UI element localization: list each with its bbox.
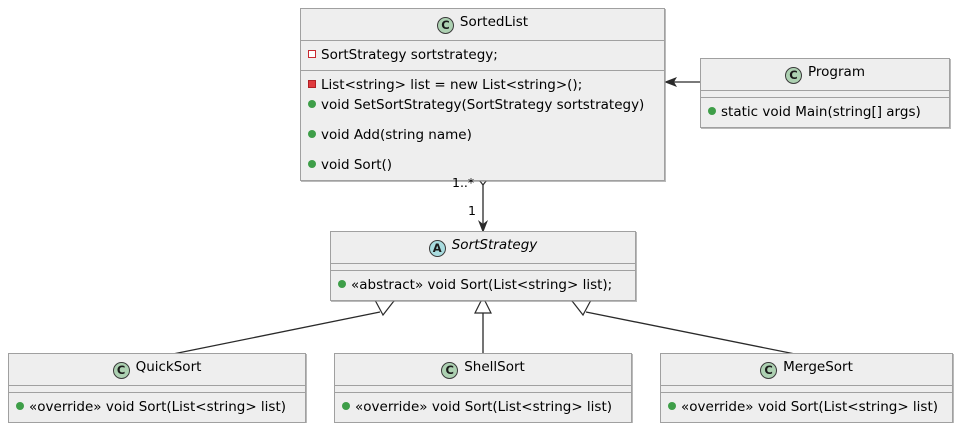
methods-compartment-shellsort: «override» void Sort(List<string> list) xyxy=(335,393,631,422)
private-field-marker-icon xyxy=(308,50,316,58)
method-row: void SetSortStrategy(SortStrategy sortst… xyxy=(308,95,657,115)
fields-compartment-sortedlist: SortStrategy sortstrategy; xyxy=(301,41,664,71)
public-method-marker-icon xyxy=(668,402,676,410)
class-name-mergesort: MergeSort xyxy=(783,359,853,375)
method-label: void SetSortStrategy(SortStrategy sortst… xyxy=(321,97,645,113)
method-label: «override» void Sort(List<string> list) xyxy=(681,399,939,415)
public-method-marker-icon xyxy=(308,100,316,108)
class-icon: C xyxy=(441,362,459,379)
method-label: «abstract» void Sort(List<string> list); xyxy=(351,277,613,293)
methods-compartment-mergesort: «override» void Sort(List<string> list) xyxy=(661,393,952,422)
edge-mergesort-to-sortstrategy xyxy=(585,311,801,356)
method-row: void Sort() xyxy=(308,155,657,175)
methods-compartment-sortstrategy: «abstract» void Sort(List<string> list); xyxy=(331,271,635,300)
fields-compartment-quicksort xyxy=(9,386,305,393)
class-box-shellsort[interactable]: C ShellSort «override» void Sort(List<str… xyxy=(334,353,632,423)
class-name-sortedlist: SortedList xyxy=(459,14,529,30)
class-name-program: Program xyxy=(808,64,865,80)
method-label: void Sort() xyxy=(321,157,393,173)
edge-quicksort-to-sortstrategy xyxy=(167,311,381,356)
fields-compartment-program xyxy=(701,91,949,98)
class-header-shellsort: C ShellSort xyxy=(335,354,631,386)
methods-compartment-program: static void Main(string[] args) xyxy=(701,98,949,127)
public-method-marker-icon xyxy=(16,402,24,410)
method-label: static void Main(string[] args) xyxy=(721,104,921,120)
multiplicity-label-target: 1 xyxy=(468,203,476,218)
class-name-shellsort: ShellSort xyxy=(464,359,525,375)
public-method-marker-icon xyxy=(308,160,316,168)
class-icon: C xyxy=(785,67,803,84)
field-label: SortStrategy sortstrategy; xyxy=(321,47,498,63)
class-header-quicksort: C QuickSort xyxy=(9,354,305,386)
multiplicity-label-source: 1..* xyxy=(452,175,475,190)
method-row: «override» void Sort(List<string> list) xyxy=(668,397,945,417)
method-label: «override» void Sort(List<string> list) xyxy=(29,399,287,415)
class-header-mergesort: C MergeSort xyxy=(661,354,952,386)
public-method-marker-icon xyxy=(338,280,346,288)
method-row: static void Main(string[] args) xyxy=(708,102,942,122)
method-row: «override» void Sort(List<string> list) xyxy=(342,397,624,417)
class-name-quicksort: QuickSort xyxy=(135,359,202,375)
method-row: «abstract» void Sort(List<string> list); xyxy=(338,275,628,295)
method-row: «override» void Sort(List<string> list) xyxy=(16,397,298,417)
fields-compartment-sortstrategy xyxy=(331,264,635,271)
public-method-marker-icon xyxy=(708,107,716,115)
class-name-sortstrategy: SortStrategy xyxy=(451,237,538,253)
class-box-program[interactable]: C Program static void Main(string[] args) xyxy=(700,58,950,128)
method-label: List<string> list = new List<string>(); xyxy=(321,77,583,93)
class-icon: C xyxy=(436,17,454,34)
method-label: void Add(string name) xyxy=(321,127,472,143)
class-box-mergesort[interactable]: C MergeSort «override» void Sort(List<str… xyxy=(660,353,953,423)
class-box-quicksort[interactable]: C QuickSort «override» void Sort(List<str… xyxy=(8,353,306,423)
method-row: void Add(string name) xyxy=(308,125,657,145)
class-header-program: C Program xyxy=(701,59,949,91)
class-box-sortedlist[interactable]: C SortedList SortStrategy sortstrategy; L… xyxy=(300,8,665,181)
fields-compartment-mergesort xyxy=(661,386,952,393)
class-header-sortedlist: C SortedList xyxy=(301,9,664,41)
abstract-class-icon: A xyxy=(428,240,446,257)
methods-compartment-sortedlist: List<string> list = new List<string>(); … xyxy=(301,71,664,180)
arrowhead-program-to-sortedlist xyxy=(664,77,677,87)
method-row: List<string> list = new List<string>(); xyxy=(308,75,657,95)
public-method-marker-icon xyxy=(308,130,316,138)
class-box-sortstrategy[interactable]: A SortStrategy «abstract» void Sort(List<… xyxy=(330,231,636,301)
fields-compartment-shellsort xyxy=(335,386,631,393)
class-header-sortstrategy: A SortStrategy xyxy=(331,232,635,264)
method-label: «override» void Sort(List<string> list) xyxy=(355,399,613,415)
methods-compartment-quicksort: «override» void Sort(List<string> list) xyxy=(9,393,305,422)
public-method-marker-icon xyxy=(342,402,350,410)
field-row: SortStrategy sortstrategy; xyxy=(308,45,657,65)
private-member-marker-icon xyxy=(308,80,316,88)
class-icon: C xyxy=(112,362,130,379)
class-icon: C xyxy=(760,362,778,379)
